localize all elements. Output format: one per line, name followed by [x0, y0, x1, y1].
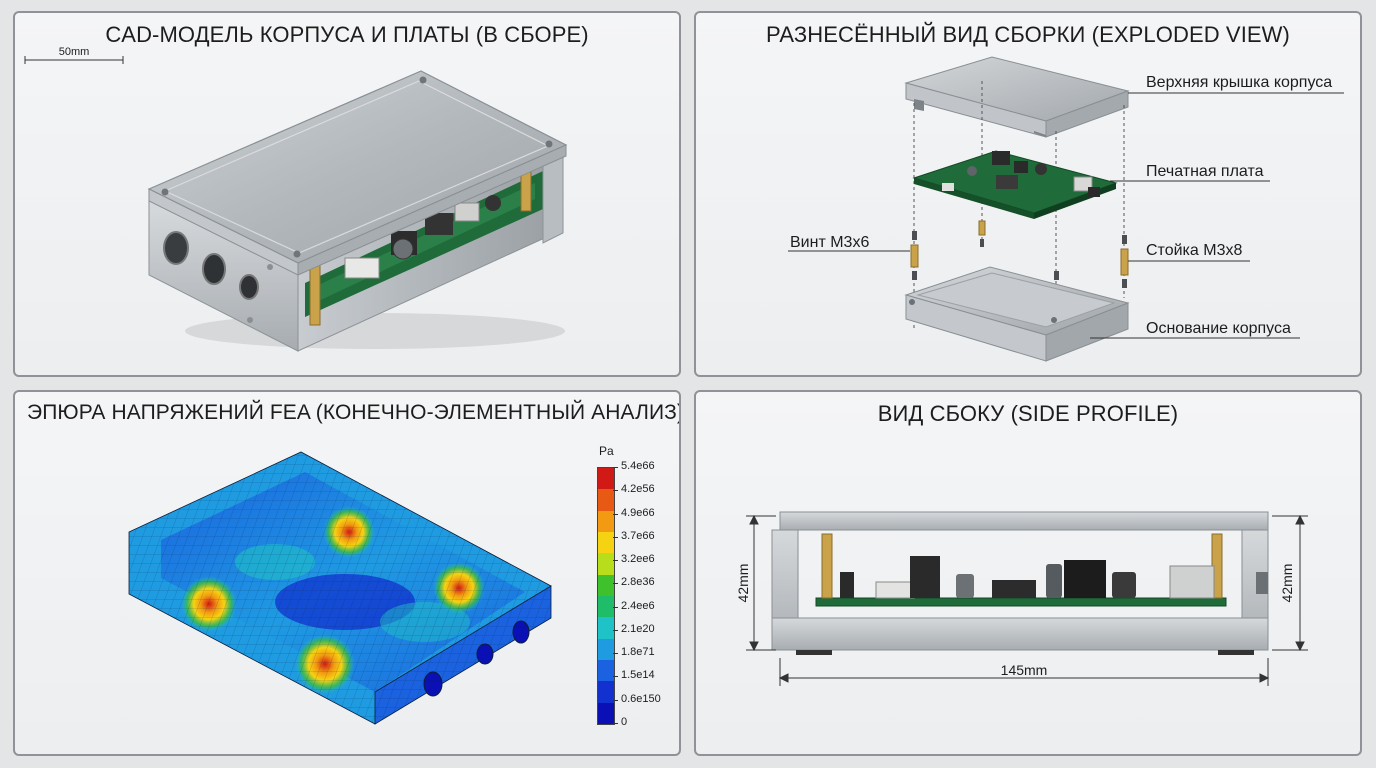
legend-tick-mark — [613, 490, 618, 492]
legend-tick-label: 3.2ee6 — [621, 553, 655, 566]
callout-base: Основание корпуса — [1146, 320, 1291, 337]
legend-tick-label: 1.5e14 — [621, 669, 655, 682]
scale-bar: 50mm — [24, 46, 124, 64]
legend-band — [598, 489, 614, 511]
connector — [344, 257, 380, 279]
legend-tick-label: 1.8e71 — [621, 646, 655, 659]
legend-band — [598, 660, 614, 682]
side-title: ВИД СБОКУ (SIDE PROFILE) — [877, 401, 1179, 426]
dim-width: 145mm — [1001, 662, 1048, 678]
exploded-illustration — [788, 56, 1344, 362]
legend-tick-mark — [613, 536, 618, 538]
scale-bar-label: 50mm — [59, 46, 90, 58]
legend-band — [598, 468, 614, 490]
top-cover — [904, 56, 1130, 138]
legend-unit: Pa — [599, 444, 614, 458]
legend-tick-label: 2.1e20 — [621, 622, 655, 635]
legend-tick-mark — [613, 513, 618, 515]
legend-band — [598, 553, 614, 575]
legend-tick-mark — [613, 723, 618, 724]
dimension-lines — [746, 514, 1308, 686]
dim-height-right: 42mm — [1279, 564, 1295, 603]
legend-tick-mark — [613, 699, 618, 701]
dim-height-left: 42mm — [735, 564, 751, 603]
fea-illustration — [128, 451, 552, 725]
side-panel: ВИД СБОКУ (SIDE PROFILE) — [694, 390, 1362, 756]
exploded-panel: РАЗНЕСЁННЫЙ ВИД СБОРКИ (EXPLODED VIEW) — [694, 11, 1362, 377]
port-jack-icon — [239, 274, 259, 300]
legend-tick-mark — [613, 629, 618, 631]
fea-model — [128, 451, 552, 725]
side-enclosure — [771, 511, 1269, 655]
legend-tick-label: 4.2e56 — [621, 483, 655, 496]
screw-icon — [293, 250, 301, 258]
assembly-title: CAD-МОДЕЛЬ КОРПУСА И ПЛАТЫ (В СБОРЕ) — [105, 22, 589, 47]
legend-tick-mark — [613, 676, 618, 678]
legend-band — [598, 532, 614, 554]
screw-icon — [419, 76, 427, 84]
legend-band — [598, 617, 614, 639]
port-round-icon — [202, 253, 226, 285]
legend-tick-label: 3.7e66 — [621, 529, 655, 542]
screws — [912, 231, 1127, 288]
legend-tick-mark — [613, 467, 618, 468]
callout-standoff: Стойка М3х8 — [1146, 242, 1243, 259]
legend-tick-mark — [613, 606, 618, 608]
callout-screw: Винт М3х6 — [790, 234, 870, 251]
exploded-title: РАЗНЕСЁННЫЙ ВИД СБОРКИ (EXPLODED VIEW) — [766, 22, 1290, 47]
legend-tick-mark — [613, 653, 618, 655]
callout-pcb: Печатная плата — [1146, 163, 1264, 180]
stress-legend — [597, 467, 615, 725]
side-pcb — [815, 597, 1227, 607]
screw-icon — [161, 188, 169, 196]
port-din-icon — [163, 231, 189, 265]
fea-panel: ЭПЮРА НАПРЯЖЕНИЙ FEA (КОНЕЧНО-ЭЛЕМЕНТНЫЙ… — [13, 390, 681, 756]
legend-band — [598, 638, 614, 660]
enclosure-base — [904, 266, 1130, 362]
callout-top-cover: Верхняя крышка корпуса — [1146, 74, 1333, 91]
standoff-left — [309, 262, 321, 326]
legend-band — [598, 702, 614, 724]
side-illustration: 42mm 42mm 145mm — [735, 511, 1308, 686]
assembly-illustration: 50mm — [24, 46, 568, 352]
legend-tick-label: 5.4e66 — [621, 460, 655, 472]
fea-title: ЭПЮРА НАПРЯЖЕНИЙ FEA (КОНЕЧНО-ЭЛЕМЕНТНЫЙ… — [27, 401, 681, 424]
legend-tick-label: 0 — [621, 716, 628, 728]
legend-tick-label: 0.6e150 — [621, 692, 661, 705]
pcb — [912, 150, 1118, 219]
legend-tick-label: 2.8e36 — [621, 576, 655, 589]
legend-tick-label: 2.4ee6 — [621, 599, 655, 612]
legend-tick-mark — [613, 560, 618, 562]
screw-icon — [545, 140, 553, 148]
legend-band — [598, 596, 614, 618]
legend-band — [598, 681, 614, 703]
legend-tick-label: 4.9e66 — [621, 506, 655, 519]
legend-band — [598, 510, 614, 532]
legend-band — [598, 574, 614, 596]
legend-tick-mark — [613, 583, 618, 585]
callout-leaders — [788, 92, 1344, 339]
assembly-panel: CAD-МОДЕЛЬ КОРПУСА И ПЛАТЫ (В СБОРЕ) 50m… — [13, 11, 681, 377]
